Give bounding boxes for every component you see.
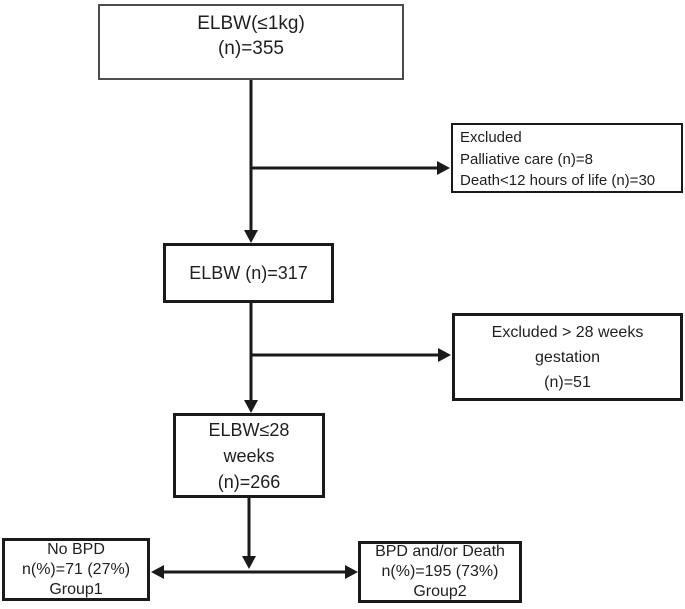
box-text-line: gestation xyxy=(535,348,600,366)
box-text-line: Excluded > 28 weeks xyxy=(491,323,644,341)
connector-split-to-groups xyxy=(151,565,358,579)
arrowhead-right-icon xyxy=(437,161,450,175)
box-text-line: ELBW(≤1kg) xyxy=(197,13,305,34)
arrowhead-right-icon xyxy=(345,565,358,579)
box-bpd-death-group2: BPD and/or Death n(%)=195 (73%) Group2 xyxy=(358,541,522,603)
box-no-bpd-group1: No BPD n(%)=71 (27%) Group1 xyxy=(2,538,150,601)
box-text-line: (n)=51 xyxy=(544,373,591,391)
box-text-line: BPD and/or Death xyxy=(375,543,505,560)
box-text-line: (n)=355 xyxy=(217,38,285,59)
box-text-line: ELBW≤28 xyxy=(208,419,290,440)
box-excluded-early: Excluded Palliative care (n)=8 Death<12 … xyxy=(451,123,683,193)
connector-top-to-elbw317 xyxy=(244,80,258,243)
box-text-line: weeks xyxy=(223,445,275,466)
connector-to-excluded-gestation xyxy=(251,348,451,362)
arrowhead-down-icon xyxy=(244,400,258,413)
box-text-line: n(%)=195 (73%) xyxy=(381,563,499,580)
connector-to-excluded-early xyxy=(251,161,450,175)
connector-elbw317-to-elbw28 xyxy=(244,303,258,413)
arrowhead-right-icon xyxy=(438,348,451,362)
box-text-line: Group2 xyxy=(413,583,467,600)
arrowhead-down-icon xyxy=(242,556,256,569)
box-elbw-28-weeks: ELBW≤28 weeks (n)=266 xyxy=(173,413,325,498)
box-elbw-total: ELBW(≤1kg) (n)=355 xyxy=(98,4,404,80)
box-text-line: Death<12 hours of life (n)=30 xyxy=(460,172,656,189)
box-text-line: No BPD xyxy=(47,540,105,558)
box-excluded-gestation: Excluded > 28 weeks gestation (n)=51 xyxy=(452,313,683,401)
box-text-line: ELBW (n)=317 xyxy=(189,263,308,283)
box-text-line: Palliative care (n)=8 xyxy=(460,150,593,168)
box-text-line: (n)=266 xyxy=(217,471,281,492)
box-text-line: Excluded xyxy=(460,129,522,146)
box-text-line: n(%)=71 (27%) xyxy=(21,560,131,578)
arrowhead-down-icon xyxy=(244,230,258,243)
box-elbw-317: ELBW (n)=317 xyxy=(163,243,334,303)
connector-elbw28-to-split xyxy=(242,498,256,569)
arrowhead-left-icon xyxy=(151,565,164,579)
box-text-line: Group1 xyxy=(49,580,103,598)
